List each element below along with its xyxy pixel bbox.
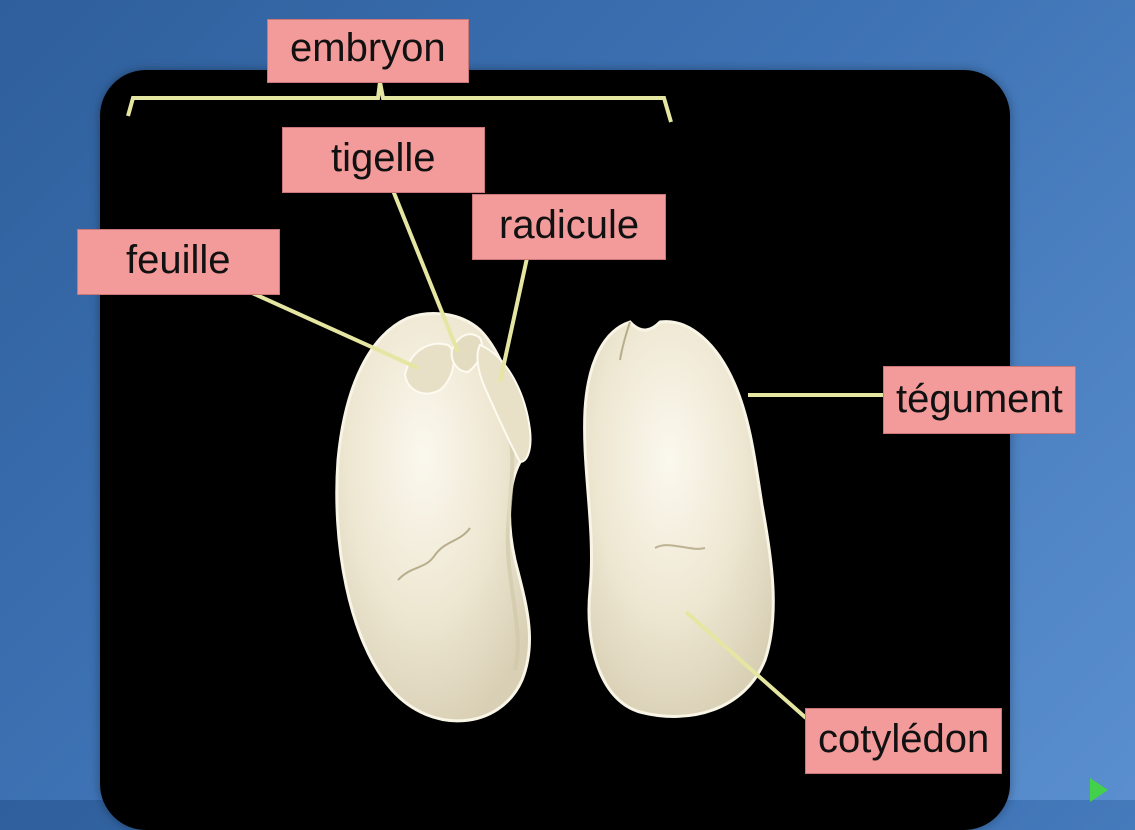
leader-radicule — [500, 258, 527, 382]
label-radicule: radicule — [473, 195, 665, 259]
label-tigelle: tigelle — [283, 128, 484, 192]
label-embryon: embryon — [268, 20, 468, 82]
label-feuille: feuille — [78, 230, 279, 294]
label-cotyledon: cotylédon — [806, 709, 1001, 773]
label-tegument: tégument — [884, 367, 1075, 433]
play-triangle-icon[interactable] — [1090, 778, 1108, 802]
right-cotyledon — [585, 322, 774, 717]
embryon-bracket — [128, 82, 671, 122]
